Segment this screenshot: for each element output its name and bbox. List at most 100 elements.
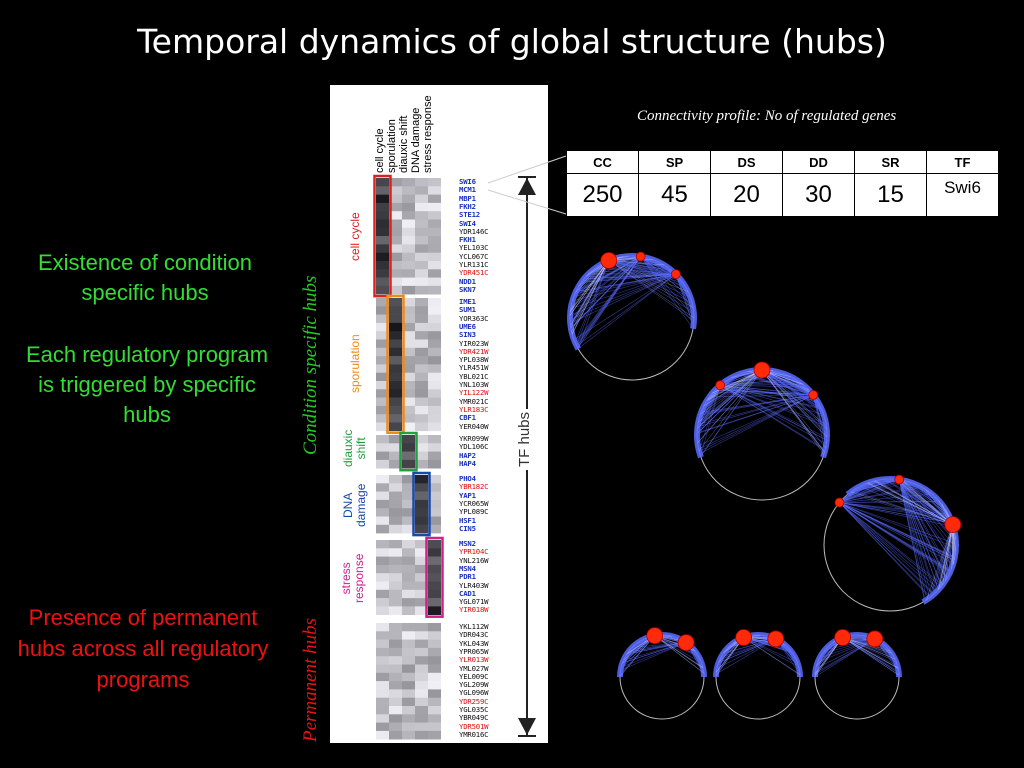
column-label-cell-cycle: cell cycle xyxy=(374,128,386,173)
heatmap-cell xyxy=(415,322,428,332)
heatmap-cell xyxy=(428,722,441,732)
heatmap-cell xyxy=(415,524,428,534)
heatmap-cell xyxy=(389,573,402,582)
heatmap-cell xyxy=(376,631,389,640)
gene-label: SIN3 xyxy=(459,330,476,340)
gene-label: YGL071W xyxy=(459,597,489,607)
heatmap-cell xyxy=(415,722,428,732)
heatmap-cell xyxy=(376,186,389,195)
heatmap-cell xyxy=(415,422,428,432)
gene-label: UME6 xyxy=(459,321,476,331)
heatmap-cell xyxy=(415,647,428,657)
heatmap-cell xyxy=(415,298,428,307)
gene-label: MBP1 xyxy=(459,193,476,203)
heatmap-cell xyxy=(415,443,428,452)
heatmap-cell xyxy=(402,322,415,332)
heatmap-cell xyxy=(415,285,428,295)
header-sr: SR xyxy=(854,150,927,174)
heatmap-cell xyxy=(402,631,415,640)
header-dd: DD xyxy=(782,150,855,174)
heatmap-cell xyxy=(389,435,402,444)
slide-title: Temporal dynamics of global structure (h… xyxy=(137,22,887,61)
heatmap-cell xyxy=(376,451,389,461)
heatmap-cell xyxy=(428,697,441,707)
heatmap-cell xyxy=(389,339,402,349)
gene-label: YPL038W xyxy=(459,355,489,365)
heatmap-cell xyxy=(376,475,389,484)
group-label-sporulation: sporulation xyxy=(348,334,362,393)
heatmap-cell xyxy=(389,381,402,390)
heatmap-cell xyxy=(402,606,415,615)
heatmap-cell xyxy=(376,459,389,469)
heatmap-cell xyxy=(376,443,389,452)
heatmap-cell xyxy=(428,664,441,674)
heatmap-cell xyxy=(402,364,415,373)
heatmap-cell xyxy=(376,244,389,253)
heatmap-cell xyxy=(415,540,428,549)
heatmap-cell xyxy=(389,548,402,557)
gene-label: YKL043W xyxy=(459,638,489,648)
gene-label: YPL089C xyxy=(459,507,489,517)
gene-label: YLR451W xyxy=(459,363,489,373)
heatmap-cell xyxy=(389,244,402,253)
gene-label: PHO4 xyxy=(459,474,476,483)
heatmap-cell xyxy=(376,483,389,492)
heatmap-cell xyxy=(402,524,415,534)
gene-label: YKR099W xyxy=(459,434,489,443)
heatmap-cell xyxy=(415,689,428,698)
gene-label: SWI6 xyxy=(459,177,476,186)
heatmap-cell xyxy=(402,435,415,444)
presence-text: Presence of permanent hubs across all re… xyxy=(17,605,269,692)
heatmap-cell xyxy=(415,405,428,415)
heatmap-cell xyxy=(428,540,441,549)
heatmap-cell xyxy=(428,491,441,501)
value-sr: 15 xyxy=(854,173,927,217)
heatmap-cell xyxy=(428,277,441,287)
network-circle xyxy=(567,251,697,381)
gene-label: MSN4 xyxy=(459,563,476,573)
gene-label: YLR131C xyxy=(459,260,489,269)
hub-node xyxy=(894,474,905,485)
heatmap-cell xyxy=(389,261,402,270)
heatmap-cell xyxy=(376,556,389,566)
gene-label: YLR183C xyxy=(459,404,489,414)
heatmap-cell xyxy=(428,372,441,382)
heatmap-cell xyxy=(428,186,441,195)
column-label-sporulation: sporulation xyxy=(386,119,398,173)
heatmap-cell xyxy=(376,227,389,237)
heatmap-cell xyxy=(376,623,389,632)
heatmap-cell xyxy=(402,211,415,220)
heatmap-cell xyxy=(428,706,441,715)
heatmap-cell xyxy=(428,178,441,187)
heatmap-cell xyxy=(402,459,415,469)
heatmap-cell xyxy=(428,483,441,492)
gene-label: MSN2 xyxy=(459,539,476,548)
heatmap-cell xyxy=(402,664,415,674)
heatmap-cell xyxy=(376,508,389,517)
heatmap-cell xyxy=(376,285,389,295)
heatmap-cell xyxy=(402,443,415,452)
gene-label: YAP1 xyxy=(459,490,476,500)
group-highlight-box xyxy=(386,294,405,435)
heatmap-cell xyxy=(389,556,402,566)
heatmap-cell xyxy=(376,672,389,682)
hub-node xyxy=(600,252,618,269)
heatmap-cell xyxy=(402,475,415,484)
heatmap-cell xyxy=(402,414,415,423)
heatmap-cell xyxy=(415,236,428,245)
heatmap-cell xyxy=(389,451,402,461)
heatmap-cell xyxy=(415,202,428,212)
gene-label: YKL112W xyxy=(459,622,489,631)
heatmap-cell xyxy=(376,730,389,740)
heatmap-cell xyxy=(402,581,415,591)
heatmap-cell xyxy=(402,261,415,270)
heatmap-cell xyxy=(389,714,402,723)
heatmap-cell xyxy=(415,219,428,229)
heatmap-cell xyxy=(402,499,415,509)
heatmap-cell xyxy=(415,508,428,517)
heatmap-cell xyxy=(428,389,441,398)
heatmap-cell xyxy=(376,322,389,332)
heatmap-cell xyxy=(428,397,441,407)
heatmap-cell xyxy=(389,211,402,220)
